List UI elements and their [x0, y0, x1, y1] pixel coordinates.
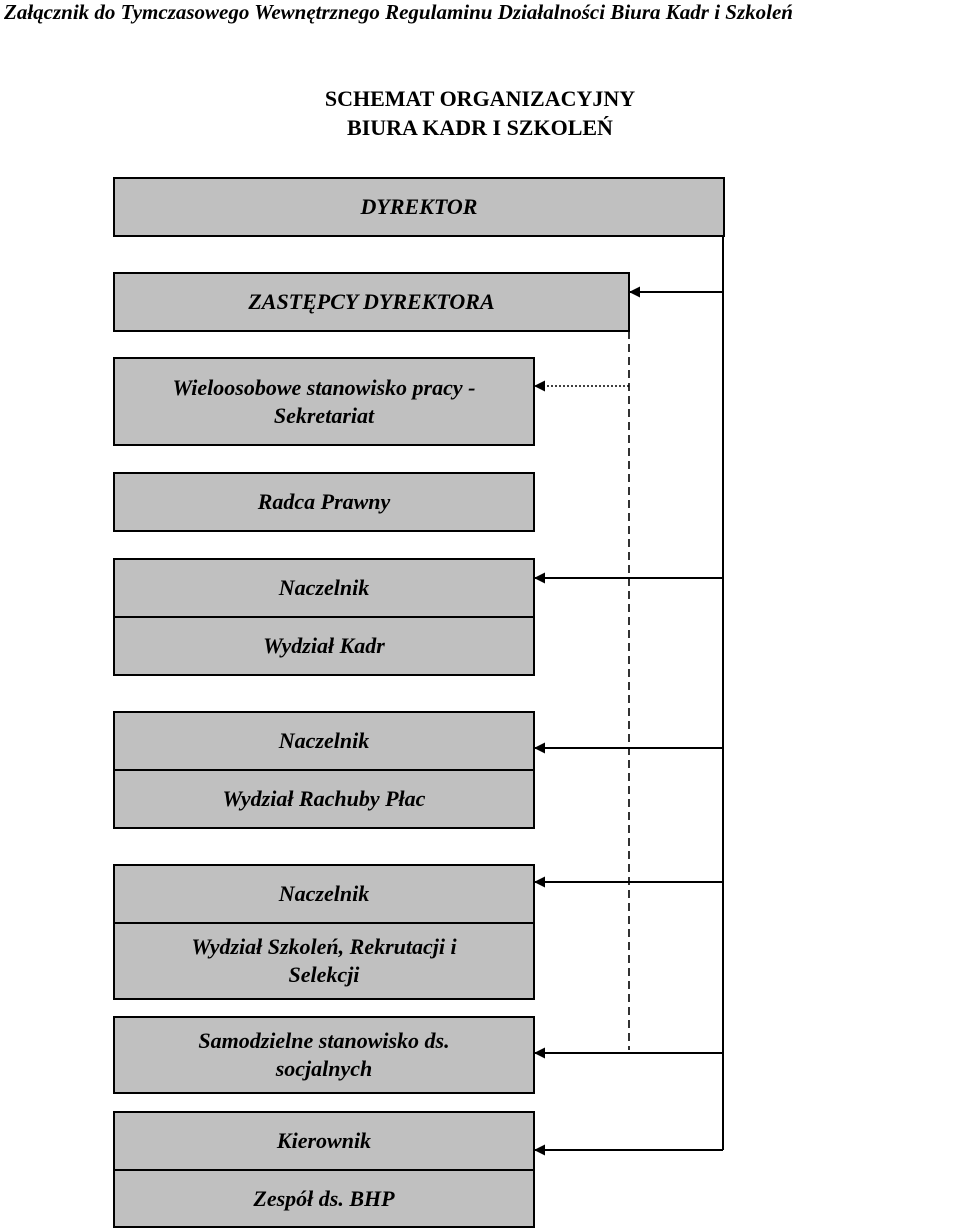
box-socjalne-line-1: Samodzielne stanowisko ds. — [198, 1028, 450, 1053]
box-bhp-kierownik: Kierownik — [113, 1111, 535, 1171]
diagram-title-line-1: SCHEMAT ORGANIZACYJNY — [324, 86, 636, 111]
box-szkolen-line-1: Naczelnik — [278, 881, 370, 906]
box-dyrektor: DYREKTOR — [113, 177, 725, 237]
box-place-line-2: Wydział Rachuby Płac — [222, 786, 426, 811]
diagram-title-line-2: BIURA KADR I SZKOLEŃ — [347, 115, 613, 140]
box-dyrektor-label: DYREKTOR — [360, 194, 478, 219]
box-radca-label: Radca Prawny — [257, 489, 391, 514]
box-szkolen-label: Wydział Szkoleń, Rekrutacji i Selekcji — [191, 933, 456, 989]
box-szkolen-line-2: Wydział Szkoleń, Rekrutacji i — [191, 934, 457, 959]
box-kadr-line-2: Wydział Kadr — [263, 633, 385, 658]
box-wydzial-szkolen: Wydział Szkoleń, Rekrutacji i Selekcji — [113, 922, 535, 1000]
box-radca-prawny: Radca Prawny — [113, 472, 535, 532]
box-bhp-line-2: Zespół ds. BHP — [253, 1185, 395, 1211]
document-header: Załącznik do Tymczasowego Wewnętrznego R… — [4, 0, 793, 24]
box-socjalne-line-2: socjalnych — [275, 1056, 373, 1081]
box-place-line-1: Naczelnik — [278, 728, 370, 753]
box-stanowisko-socjalne: Samodzielne stanowisko ds. socjalnych — [113, 1016, 535, 1094]
box-zastepcy-dyrektora: ZASTĘPCY DYREKTORA — [113, 272, 630, 332]
box-kadr-line-1: Naczelnik — [278, 575, 370, 600]
box-socjalne-label: Samodzielne stanowisko ds. socjalnych — [198, 1027, 449, 1083]
box-bhp-line-1: Kierownik — [276, 1128, 372, 1153]
box-zespol-bhp: Zespół ds. BHP — [113, 1169, 535, 1228]
box-wydzial-rachuby-plac: Wydział Rachuby Płac — [113, 769, 535, 829]
box-wydzial-kadr: Wydział Kadr — [113, 616, 535, 676]
box-sekretariat-label: Wieloosobowe stanowisko pracy - Sekretar… — [173, 374, 476, 430]
box-sekretariat: Wieloosobowe stanowisko pracy - Sekretar… — [113, 357, 535, 446]
box-sekretariat-line-2: Sekretariat — [273, 402, 375, 428]
box-zastepcy-label: ZASTĘPCY DYREKTORA — [248, 289, 495, 314]
box-szkolen-line-3: Selekcji — [288, 962, 360, 987]
box-sekretariat-line-1: Wieloosobowe stanowisko pracy - — [172, 374, 476, 400]
